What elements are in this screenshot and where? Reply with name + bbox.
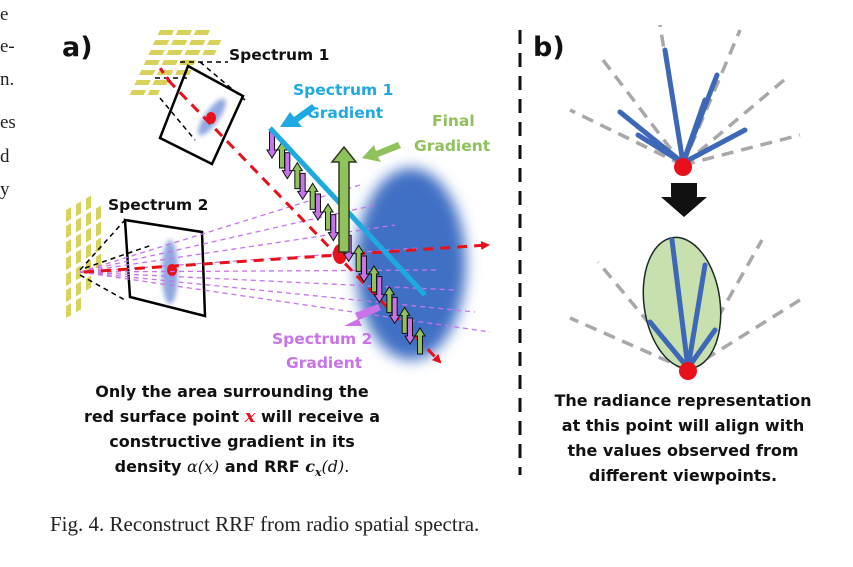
blue-object: [356, 168, 466, 360]
note-line: different viewpoints.: [589, 466, 777, 485]
final-gradient-arrow: [330, 145, 358, 253]
side-text-line: es: [0, 112, 16, 133]
spectrum-1-gradient-arrow: [404, 317, 416, 345]
side-text-line: n.: [0, 69, 14, 90]
top-ray-fan: [569, 24, 801, 176]
figure-caption: Fig. 4. Reconstruct RRF from radio spati…: [50, 512, 479, 536]
rrf-subscript: x: [314, 466, 322, 479]
side-text-line: d: [0, 146, 10, 167]
note-text: red surface point: [84, 407, 245, 426]
density-symbol: α(x): [187, 457, 219, 476]
panel-b-note: The radiance representation at this poin…: [554, 391, 811, 485]
spectrum-1-gradient-arrow: [358, 255, 370, 283]
down-arrow: [661, 183, 707, 217]
note-line: density α(x) and RRF cx(d).: [115, 457, 350, 479]
spectrum-1-gradient-arrow: [281, 152, 294, 180]
side-text: e e- n. es d y: [0, 4, 16, 200]
final-gradient-label: Final: [432, 112, 475, 130]
surface-point-symbol: x: [244, 406, 256, 427]
note-text: will receive a: [255, 407, 380, 426]
spectrum-1-gradient-arrow: [296, 172, 309, 201]
panel-a-label: a): [62, 32, 93, 63]
spectrum-2-gradient-arrow: [414, 327, 426, 355]
panel-a: a) Spectrum 1: [62, 30, 491, 479]
note-line: Only the area surrounding the: [95, 382, 369, 401]
spectrum-2-gradient-label: Spectrum 2: [272, 330, 372, 348]
antenna-array-1: [129, 30, 222, 95]
spectrum-1-gradient-label: Gradient: [307, 104, 384, 122]
note-text: density: [115, 457, 187, 476]
note-line: constructive gradient in its: [109, 432, 354, 451]
spectrum-1-gradient-arrow: [373, 276, 386, 304]
antenna-array-2: [66, 195, 101, 318]
bottom-ray-fan: [569, 236, 801, 380]
spectrum-1-gradient-arrow: [388, 296, 401, 325]
panel-a-note: Only the area surrounding the red surfac…: [84, 382, 380, 479]
spectrum-1-frustum: [155, 61, 246, 166]
red-ray-tail: [158, 67, 172, 83]
note-line: the values observed from: [567, 441, 798, 460]
note-line: The radiance representation: [554, 391, 811, 410]
spectrum-1-label: Spectrum 1: [229, 46, 329, 64]
spectrum-1-gradient-label: Spectrum 1: [293, 81, 393, 99]
side-text-line: y: [0, 179, 10, 200]
side-text-line: e-: [0, 36, 15, 57]
note-line: red surface point x will receive a: [84, 406, 380, 427]
note-text: .: [344, 457, 349, 476]
side-text-line: e: [0, 4, 8, 25]
spectrum-1-gradient-arrow: [327, 214, 340, 242]
final-gradient-label: Gradient: [414, 137, 491, 155]
rrf-argument: (d): [322, 457, 345, 476]
spectrum-2-gradient-label: Gradient: [286, 354, 363, 372]
panel-b: b): [533, 24, 812, 485]
rrf-symbol: c: [305, 457, 315, 476]
note-line: at this point will align with: [562, 416, 804, 435]
panel-b-label: b): [533, 32, 565, 63]
spectrum-2-label: Spectrum 2: [108, 196, 208, 214]
label-pointer-arrows: [280, 104, 401, 326]
note-text: and RRF: [219, 457, 305, 476]
spectrum-2-frustum: [79, 218, 207, 318]
spectrum-1-gradient-arrow: [312, 193, 324, 221]
